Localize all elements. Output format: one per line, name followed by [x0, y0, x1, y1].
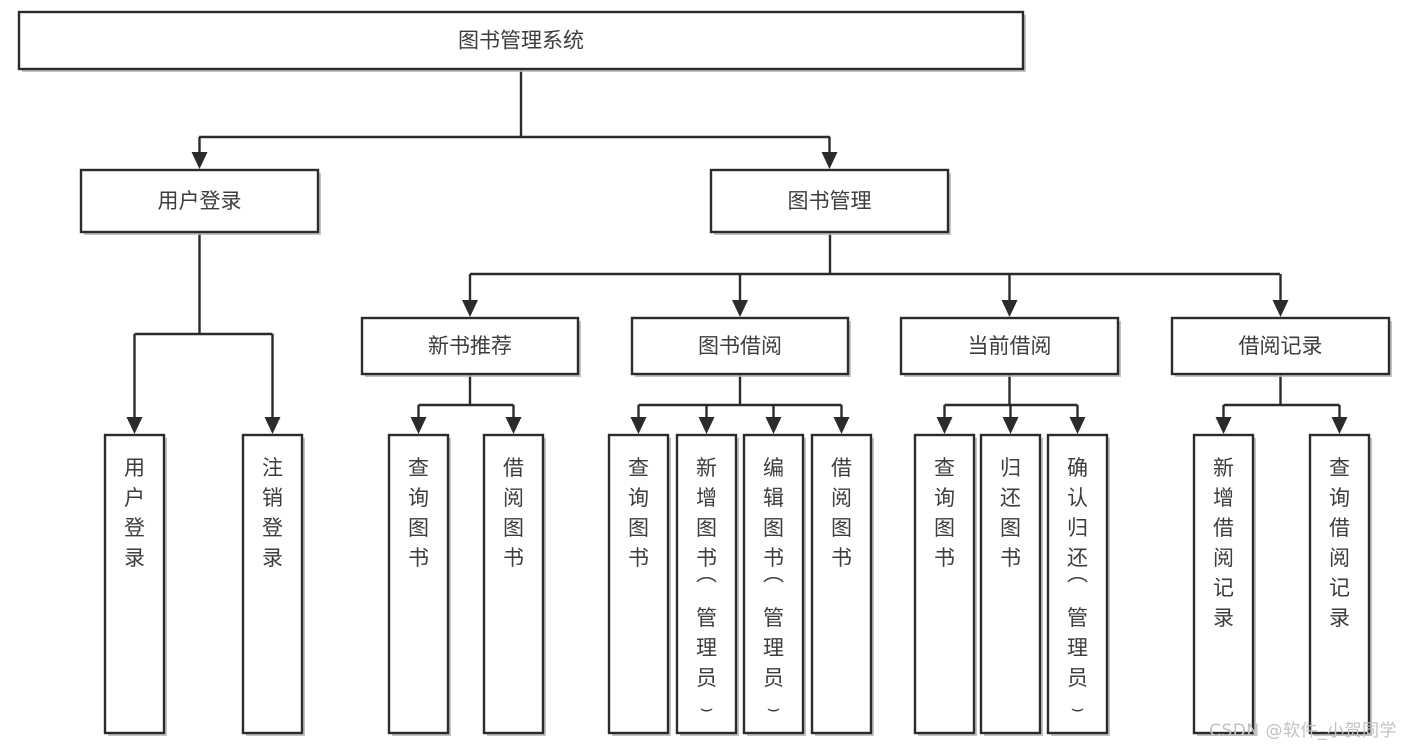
arrow-head-icon	[191, 152, 208, 169]
arrow-head-icon	[936, 417, 953, 434]
node-rect[interactable]	[630, 316, 850, 376]
node-label: 注销登录	[262, 456, 283, 570]
arrow-head-icon	[462, 300, 478, 317]
node-rect[interactable]	[387, 433, 450, 735]
arrow-head-icon	[1002, 417, 1019, 434]
node-leaf-user-login[interactable]: 用户登录	[103, 433, 167, 736]
node-new-book-recommend[interactable]: 新书推荐	[360, 316, 581, 377]
node-label: 归还图书	[1000, 456, 1021, 570]
node-rect[interactable]	[1046, 433, 1109, 735]
node-rect[interactable]	[1308, 433, 1371, 735]
node-book-borrow[interactable]: 图书借阅	[630, 316, 851, 377]
arrow-head-icon	[126, 417, 143, 434]
node-leaf-query-record[interactable]: 查询借阅记录	[1308, 433, 1372, 736]
node-rect[interactable]	[913, 433, 976, 735]
arrow-head-icon	[264, 417, 281, 434]
node-borrow-record[interactable]: 借阅记录	[1170, 316, 1392, 377]
node-leaf-query-book-2[interactable]: 查询图书	[607, 433, 671, 736]
node-label: 图书管理	[788, 189, 872, 213]
node-label: 确认归还⌒管理员⌣	[1067, 456, 1088, 720]
arrow-head-icon	[1272, 300, 1289, 317]
node-rect[interactable]	[1170, 316, 1391, 376]
arrow-head-icon	[1001, 300, 1018, 317]
node-label: 图书借阅	[698, 334, 782, 358]
node-rect[interactable]	[709, 168, 950, 234]
node-rect[interactable]	[742, 433, 805, 735]
node-rect[interactable]	[103, 433, 166, 735]
node-layer: 图书管理系统用户登录图书管理新书推荐图书借阅当前借阅借阅记录用户登录注销登录查询…	[17, 10, 1392, 736]
node-label: 用户登录	[124, 456, 145, 570]
node-leaf-borrow-book-2[interactable]: 借阅图书	[810, 433, 874, 736]
node-label: 新增借阅记录	[1213, 456, 1234, 630]
node-label: 图书管理系统	[458, 29, 584, 53]
arrow-head-icon	[732, 300, 748, 317]
node-rect[interactable]	[360, 316, 580, 376]
node-label: 查询图书	[628, 456, 649, 570]
arrow-head-icon	[1331, 417, 1348, 434]
node-leaf-add-book[interactable]: 新增图书⌒管理员⌣	[675, 433, 739, 736]
node-label: 新增图书⌒管理员⌣	[696, 456, 717, 720]
node-rect[interactable]	[899, 316, 1120, 376]
node-label: 编辑图书⌒管理员⌣	[763, 456, 784, 720]
arrow-head-icon	[1215, 417, 1232, 434]
arrow-head-icon	[821, 152, 838, 169]
node-leaf-borrow-book-1[interactable]: 借阅图书	[482, 433, 546, 736]
arrow-head-icon	[833, 417, 850, 434]
node-rect[interactable]	[79, 168, 320, 234]
node-book-manage[interactable]: 图书管理	[709, 168, 951, 235]
arrow-head-icon	[1069, 417, 1086, 434]
node-leaf-edit-book[interactable]: 编辑图书⌒管理员⌣	[742, 433, 806, 736]
arrow-head-icon	[410, 417, 427, 434]
node-leaf-confirm-return[interactable]: 确认归还⌒管理员⌣	[1046, 433, 1110, 736]
node-leaf-return-book[interactable]: 归还图书	[979, 433, 1043, 736]
node-rect[interactable]	[17, 10, 1025, 71]
node-label: 借阅图书	[831, 456, 852, 570]
node-leaf-query-book-1[interactable]: 查询图书	[387, 433, 451, 736]
node-user-login[interactable]: 用户登录	[79, 168, 321, 235]
node-rect[interactable]	[675, 433, 738, 735]
arrow-head-icon	[505, 417, 522, 434]
node-current-borrow[interactable]: 当前借阅	[899, 316, 1121, 377]
node-leaf-user-logout[interactable]: 注销登录	[241, 433, 305, 736]
connector-layer	[126, 69, 1348, 434]
csdn-watermark: CSDN @软件_小贺同学	[1209, 721, 1397, 741]
node-label: 借阅图书	[503, 456, 524, 570]
node-label: 新书推荐	[428, 334, 512, 358]
node-leaf-add-record[interactable]: 新增借阅记录	[1192, 433, 1256, 736]
node-label: 当前借阅	[968, 334, 1052, 358]
node-rect[interactable]	[241, 433, 304, 735]
node-root[interactable]: 图书管理系统	[17, 10, 1026, 72]
arrow-head-icon	[630, 417, 647, 434]
node-rect[interactable]	[482, 433, 545, 735]
node-rect[interactable]	[810, 433, 873, 735]
node-label: 查询图书	[934, 456, 955, 570]
node-label: 借阅记录	[1239, 334, 1323, 358]
node-rect[interactable]	[979, 433, 1042, 735]
node-label: 用户登录	[158, 189, 242, 213]
arrow-head-icon	[698, 417, 715, 434]
node-label: 查询借阅记录	[1329, 456, 1350, 630]
node-rect[interactable]	[1192, 433, 1255, 735]
node-rect[interactable]	[607, 433, 670, 735]
node-label: 查询图书	[408, 456, 429, 570]
arrow-head-icon	[765, 417, 782, 434]
node-leaf-query-book-3[interactable]: 查询图书	[913, 433, 977, 736]
